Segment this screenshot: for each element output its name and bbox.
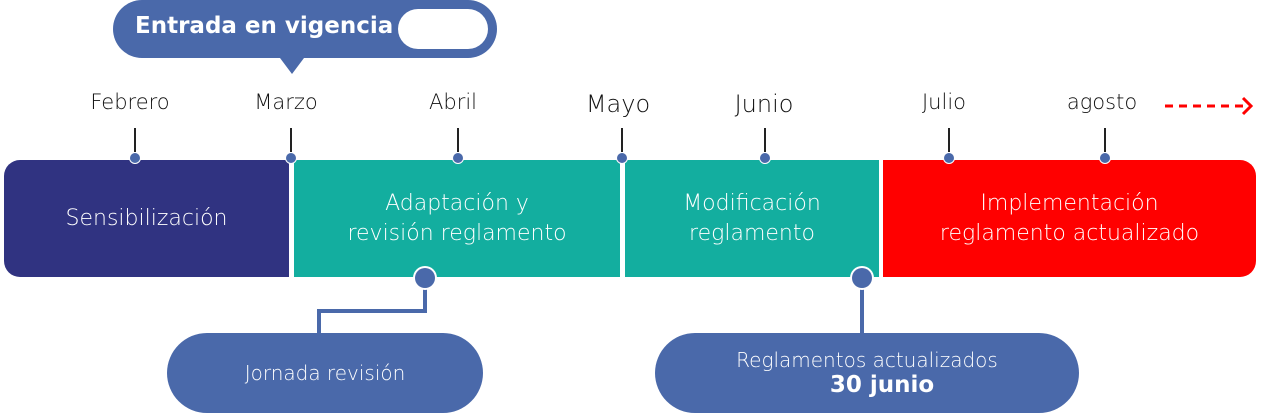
phase-sensibilizacion: Sensibilización bbox=[4, 160, 289, 277]
dot-junio bbox=[760, 153, 770, 163]
callout-pointer bbox=[280, 58, 304, 74]
callout-label: Entrada en vigencia bbox=[135, 13, 394, 39]
month-label-mayo: Mayo bbox=[585, 90, 651, 118]
connector-line bbox=[317, 309, 321, 335]
dot-mayo bbox=[617, 153, 627, 163]
milestone-reglamentos-actualizados: Reglamentos actualizados 30 junio bbox=[655, 333, 1079, 413]
month-label-agosto: agosto bbox=[1066, 90, 1138, 114]
tick-mayo bbox=[621, 128, 623, 152]
tick-abril bbox=[457, 128, 459, 152]
month-label-abril: Abril bbox=[429, 90, 477, 114]
phase-label: Sensibilización bbox=[65, 205, 228, 231]
callout-toggle-pill bbox=[398, 9, 488, 49]
milestone-dot-reglamentos bbox=[852, 268, 872, 288]
month-label-junio: Junio bbox=[734, 90, 794, 118]
milestone-label: Reglamentos actualizados bbox=[736, 348, 998, 372]
phase-adaptacion-revision: Adaptación y revisión reglamento bbox=[294, 160, 620, 277]
dashed-arrow-right-icon bbox=[1165, 96, 1254, 116]
tick-julio bbox=[948, 128, 950, 152]
dot-agosto bbox=[1100, 153, 1110, 163]
month-label-julio: Julio bbox=[921, 90, 967, 114]
dot-marzo bbox=[286, 153, 296, 163]
phase-modificacion: Modificación reglamento bbox=[625, 160, 879, 277]
phase-implementacion: Implementación reglamento actualizado bbox=[883, 160, 1256, 277]
tick-agosto bbox=[1104, 128, 1106, 152]
dot-julio bbox=[944, 153, 954, 163]
dot-abril bbox=[453, 153, 463, 163]
tick-junio bbox=[764, 128, 766, 152]
milestone-dot-jornada bbox=[415, 268, 435, 288]
phase-label: Implementación reglamento actualizado bbox=[939, 190, 1200, 246]
connector-line bbox=[423, 285, 427, 313]
connector-line bbox=[317, 309, 427, 313]
dot-febrero bbox=[130, 153, 140, 163]
milestone-jornada-revision: Jornada revisión bbox=[167, 333, 483, 413]
month-label-marzo: Marzo bbox=[254, 90, 318, 114]
milestone-label: Jornada revisión bbox=[244, 361, 406, 385]
tick-marzo bbox=[290, 128, 292, 152]
entrada-en-vigencia-callout: Entrada en vigencia bbox=[113, 0, 497, 58]
phase-label: Modificación reglamento bbox=[683, 190, 821, 246]
phase-label: Adaptación y revisión reglamento bbox=[347, 190, 567, 246]
milestone-date: 30 junio bbox=[829, 372, 935, 398]
month-label-febrero: Febrero bbox=[90, 90, 170, 114]
connector-line bbox=[860, 285, 864, 335]
tick-febrero bbox=[134, 128, 136, 152]
